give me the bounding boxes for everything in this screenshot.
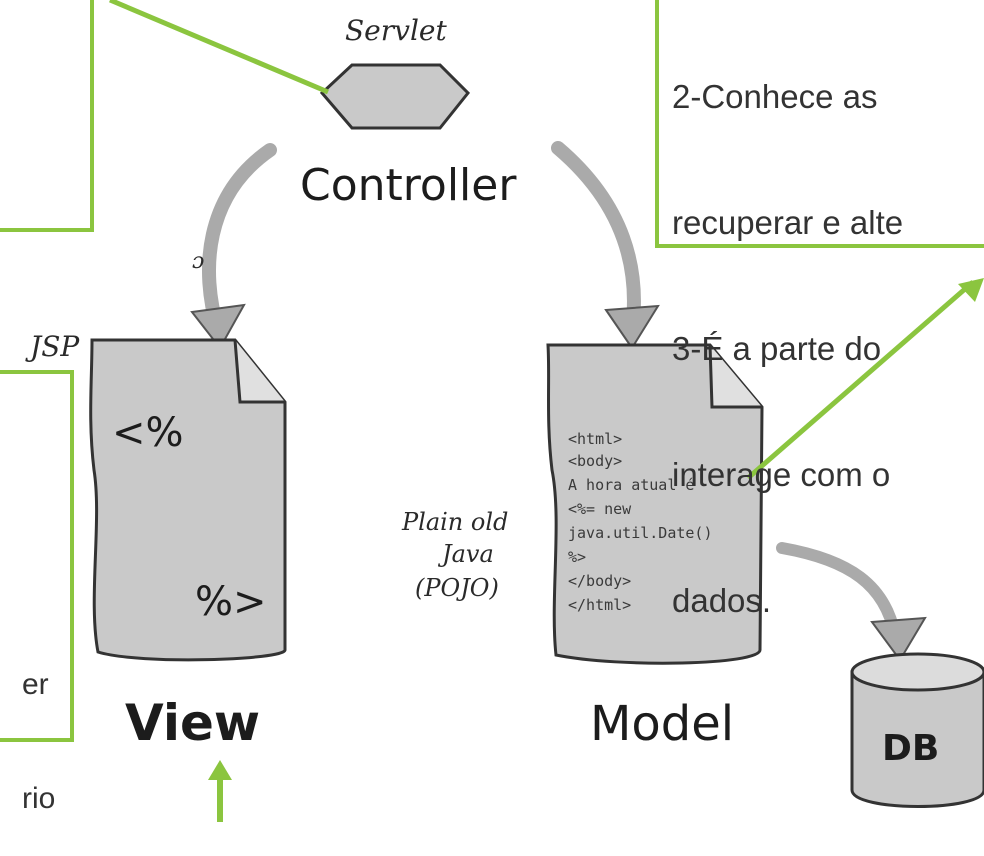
jsp-label: JSP	[25, 330, 80, 363]
model-callout-line: 3-É a parte do	[672, 330, 882, 367]
code-line: %>	[568, 548, 586, 566]
controller-to-view-arrowhead	[190, 303, 246, 350]
model-page-icon	[546, 343, 764, 665]
view-callout-box	[0, 370, 74, 742]
jsp-page-fold	[233, 339, 285, 404]
pojo-label-line: (POJO)	[415, 574, 499, 602]
jsp-open-tag: <%	[112, 410, 184, 456]
controller-callout-box	[0, 0, 94, 232]
model-label: Model	[590, 696, 734, 752]
code-line: <html>	[568, 430, 622, 448]
small-mark: ɔ	[192, 249, 204, 274]
servlet-hexagon	[319, 63, 471, 130]
view-callout-line: rio	[22, 782, 56, 815]
code-line: </body>	[568, 572, 631, 590]
code-line: <%= new	[568, 500, 632, 518]
controller-label: Controller	[300, 160, 517, 211]
controller-to-model-arrowhead	[604, 304, 660, 350]
mvc-diagram: Servlet Controller ɔ JSP <% %> View <htm…	[25, 0, 984, 822]
model-callout-arrowhead	[958, 278, 984, 302]
view-callout-line: er	[22, 668, 49, 701]
jsp-page-icon	[89, 338, 287, 662]
code-line: A hora atual é	[568, 476, 694, 494]
pojo-label-line: Plain old	[401, 508, 508, 536]
model-callout-line: interage com o	[672, 456, 891, 493]
code-line: </html>	[568, 596, 631, 614]
servlet-label: Servlet	[345, 14, 447, 47]
model-callout-line: dados.	[672, 582, 772, 619]
view-callout-text: er rio	[22, 590, 55, 856]
model-to-db-arrow	[776, 542, 901, 641]
pojo-label-line: Java	[437, 540, 494, 568]
controller-to-model-arrow	[551, 141, 641, 337]
controller-to-view-arrow	[202, 143, 277, 337]
servlet-callout-connector	[109, 0, 329, 95]
db-cylinder-top	[850, 652, 984, 692]
model-callout-line: recuperar e alte	[672, 204, 904, 241]
model-callout-text: 2-Conhece as recuperar e alte 3-É a part…	[672, 0, 984, 664]
model-callout-connector	[746, 280, 975, 480]
code-line: <body>	[568, 452, 622, 470]
model-page-fold	[708, 344, 762, 409]
db-label: DB	[882, 728, 939, 769]
code-line: java.util.Date()	[568, 524, 713, 542]
model-callout-line: 2-Conhece as	[672, 78, 878, 115]
view-callout-arrowhead	[208, 760, 232, 780]
view-label: View	[125, 694, 260, 752]
model-callout-box	[655, 0, 984, 248]
jsp-close-tag: %>	[195, 579, 267, 625]
model-to-db-arrowhead	[870, 616, 927, 662]
